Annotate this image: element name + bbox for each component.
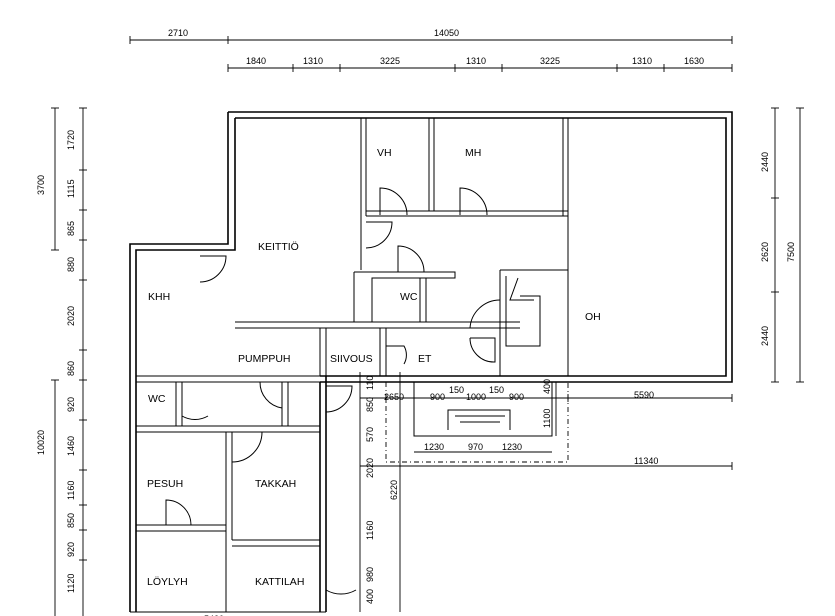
terrace [359, 372, 733, 612]
dim-7500: 7500 [786, 242, 796, 262]
room-label-takkah: TAKKAH [255, 478, 296, 490]
dim-1310c: 1310 [632, 56, 652, 66]
right-dimensions: 2440 2620 7500 2440 [760, 107, 804, 383]
dim-1840: 1840 [246, 56, 266, 66]
top-dimensions: 2710 14050 1840 1310 3225 1310 3225 1310… [129, 28, 733, 72]
dim-2710: 2710 [168, 28, 188, 38]
dim-570: 570 [365, 427, 375, 442]
room-label-et: ET [418, 353, 432, 365]
room-labels: VH MH KEITTIÖ KHH WC OH PUMPPUH SIIVOUS … [147, 147, 601, 588]
room-label-sivous: SIIVOUS [330, 353, 373, 365]
dim-2440a: 2440 [760, 152, 770, 172]
dim-1160t: 1160 [365, 521, 375, 540]
dim-10020: 10020 [36, 430, 46, 455]
dim-1115: 1115 [66, 179, 76, 198]
room-label-kattilah: KATTILAH [255, 576, 304, 588]
outer-walls [129, 111, 733, 612]
dim-110: 110 [365, 376, 375, 390]
dim-11340: 11340 [634, 456, 658, 466]
dim-970: 970 [468, 442, 483, 452]
dim-980: 980 [365, 567, 375, 582]
dim-2440b: 2440 [760, 326, 770, 346]
dim-2650: 2650 [384, 392, 404, 402]
room-label-oh: OH [585, 311, 601, 323]
dim-1160: 1160 [66, 481, 76, 500]
room-label-wc-lower: WC [148, 393, 166, 405]
dim-3700: 3700 [36, 175, 46, 195]
dim-1460: 1460 [66, 436, 76, 456]
dim-5590: 5590 [634, 390, 654, 400]
dim-150a: 150 [449, 385, 464, 395]
dim-400: 400 [542, 379, 552, 394]
dim-1000: 1000 [466, 392, 486, 402]
room-label-loylyh: LÖYLYH [147, 576, 188, 588]
dim-1630: 1630 [684, 56, 704, 66]
dim-865: 865 [66, 221, 76, 236]
dim-5420: 5420 [204, 614, 224, 616]
dim-2020: 2020 [66, 306, 76, 326]
doors [165, 187, 534, 595]
dim-1120: 1120 [66, 574, 76, 593]
dim-1720: 1720 [66, 130, 76, 150]
dim-2620: 2620 [760, 242, 770, 262]
room-label-vh: VH [377, 147, 392, 159]
room-label-wc-upper: WC [400, 291, 418, 303]
terrace-dimension-labels: 110 850 2650 900 150 1000 150 900 400 11… [204, 376, 658, 616]
dim-3225a: 3225 [380, 56, 400, 66]
dim-900a: 900 [430, 392, 445, 402]
dim-2020t: 2020 [365, 458, 375, 478]
dim-3225b: 3225 [540, 56, 560, 66]
room-label-keittio: KEITTIÖ [258, 241, 299, 253]
left-dimensions: 3700 1720 1115 865 880 2020 860 920 1460… [36, 107, 87, 616]
dim-400b: 400 [365, 589, 375, 604]
dim-6220: 6220 [389, 480, 399, 500]
dim-880: 880 [66, 257, 76, 272]
room-label-pumppuh: PUMPPUH [238, 353, 291, 365]
dim-14050: 14050 [434, 28, 459, 38]
interior-walls [130, 118, 569, 613]
dim-920b: 920 [66, 542, 76, 557]
dim-850: 850 [66, 513, 76, 528]
dim-920a: 920 [66, 397, 76, 412]
room-label-mh: MH [465, 147, 481, 159]
dim-1230a: 1230 [424, 442, 444, 452]
dim-860: 860 [66, 361, 76, 376]
dim-1310a: 1310 [303, 56, 323, 66]
dim-1230b: 1230 [502, 442, 522, 452]
dim-850t: 850 [365, 397, 375, 412]
dim-150b: 150 [489, 385, 504, 395]
dim-900b: 900 [509, 392, 524, 402]
room-label-khh: KHH [148, 291, 170, 303]
room-label-pesuh: PESUH [147, 478, 183, 490]
dim-1310b: 1310 [466, 56, 486, 66]
dim-1100: 1100 [542, 409, 552, 428]
